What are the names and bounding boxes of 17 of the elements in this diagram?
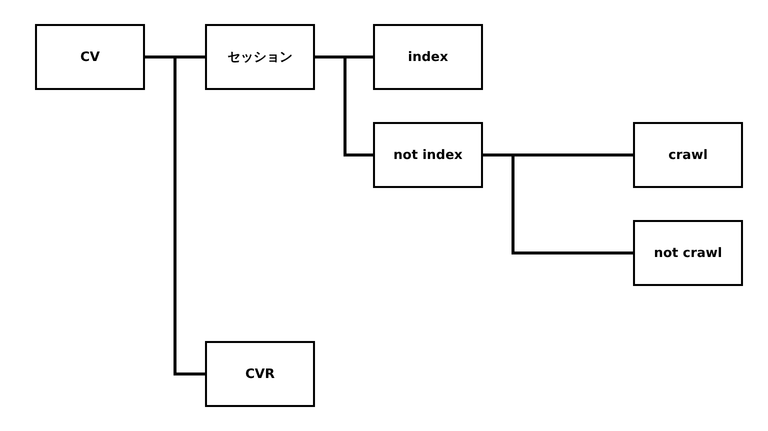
process-box bbox=[205, 341, 315, 407]
process-box bbox=[633, 220, 743, 286]
process-box bbox=[373, 24, 483, 90]
box-label: not crawl bbox=[654, 246, 722, 260]
process-box bbox=[205, 24, 315, 90]
process-box bbox=[35, 24, 145, 90]
connector-line bbox=[483, 154, 633, 254]
box-label: not index bbox=[393, 148, 463, 162]
box-label: crawl bbox=[668, 148, 708, 162]
box-label: セッション bbox=[228, 49, 292, 66]
process-box bbox=[373, 122, 483, 188]
box-label: index bbox=[408, 50, 448, 64]
connector-line bbox=[315, 56, 373, 156]
connector-line bbox=[145, 56, 205, 376]
box-label: CVR bbox=[245, 366, 275, 382]
box-label: CV bbox=[80, 50, 100, 64]
process-box bbox=[633, 122, 743, 188]
